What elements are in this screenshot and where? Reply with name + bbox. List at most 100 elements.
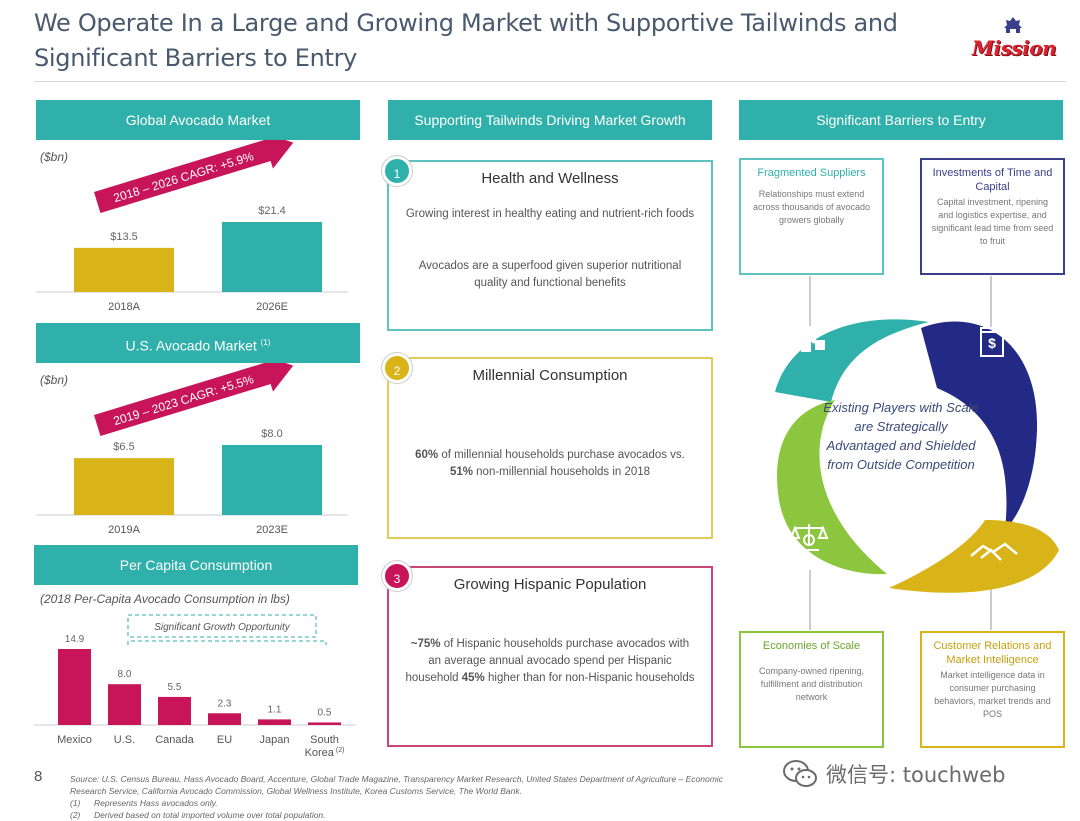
data-label: 0.5 [318,707,332,718]
green-arc [777,400,887,575]
barrier-customer-relations: Customer Relations and Market Intelligen… [920,631,1065,748]
data-label: $8.0 [261,428,282,440]
data-label: 5.5 [168,682,182,693]
data-label: $21.4 [258,205,286,217]
page-title: We Operate In a Large and Growing Market… [34,9,898,72]
barrier-title: Fragmented Suppliers [757,167,866,179]
footnote-2: (2) Derived based on total imported volum… [70,809,730,821]
us-market-header-footnote: (1) [260,338,271,347]
wechat-icon [783,760,817,787]
barrier-economies-of-scale: Economies of Scale Company-owned ripenin… [739,631,884,748]
footnote-text: Derived based on total imported volume o… [94,810,326,820]
global-unit: ($bn) [40,150,69,164]
tailwind-card-hispanic: Growing Hispanic Population ~75% of Hisp… [387,566,713,747]
card-body-line2: Avocados are a superfood given superior … [418,260,682,289]
tick-label: U.S. [114,734,135,746]
svg-text:$: $ [988,335,996,351]
barrier-body: Relationships must extend across thousan… [752,189,871,225]
tick-label: 2019A [108,524,140,536]
tick-label: Japan [260,734,290,746]
barrier-investments: Investments of Time and Capital Capital … [920,158,1065,275]
bar-eu [208,713,241,725]
card-title: Millennial Consumption [472,367,628,384]
bar-mexico [58,649,91,725]
source-footnote: Source: U.S. Census Bureau, Hass Avocado… [70,773,730,821]
brand-logo: Mission [962,16,1066,66]
teal-arc [775,319,929,402]
per-capita-subtitle: (2018 Per-Capita Avocado Consumption in … [40,592,290,606]
mustard-arc [889,520,1059,593]
bar-canada [158,696,191,725]
per-capita-header: Per Capita Consumption [34,545,358,585]
navy-arc [921,321,1038,530]
watermark-text: 微信号: touchweb [826,763,1006,787]
card-number-badge: 1 [382,156,412,186]
card-text: of millennial households purchase avocad… [438,449,685,461]
card-title: Health and Wellness [481,170,619,187]
footnote-key: (1) [70,798,81,808]
card-body: ~75% of Hispanic households purchase avo… [389,636,711,687]
card-text: higher than for non-Hispanic households [484,672,695,684]
bar-japan [258,719,291,725]
barrier-title: Economies of Scale [762,640,861,652]
data-label: $13.5 [110,231,138,243]
stat-non-millennial: 51% [449,466,473,478]
tailwind-card-millennial: Millennial Consumption 60% of millennial… [387,357,713,539]
page-number: 8 [34,768,43,785]
cagr-label: 2018 – 2026 CAGR: +5.9% [112,149,256,205]
stat-hispanic-share: ~75% [410,638,441,650]
us-market-header: U.S. Avocado Market (1) [36,323,360,363]
bar-south-korea [308,722,341,725]
footnote-text: Represents Hass avocados only. [94,798,218,808]
barriers-cycle-diagram: $ [775,276,1059,630]
footnote-key: (2) [70,810,81,820]
bar-u-s- [108,684,141,725]
us-market-header-label: U.S. Avocado Market [125,337,257,354]
per-capita-chart: Significant Growth Opportunity14.9Mexico… [34,614,356,759]
bar-2018A [74,247,174,292]
card-number-badge: 2 [382,353,412,383]
crest-icon [1004,17,1022,33]
barrier-body: Company-owned ripening, fulfillment and … [758,666,865,702]
stat-millennial: 60% [415,449,439,461]
barrier-fragmented-suppliers: Fragmented Suppliers Relationships must … [739,158,884,275]
data-label: 1.1 [268,704,282,715]
tick-label: 2026E [256,301,288,313]
tick-label: South [310,734,339,746]
card-body-line1: Growing interest in healthy eating and n… [405,208,695,220]
tailwind-card-health: Health and Wellness Growing interest in … [387,160,713,331]
bar-2026E [222,222,322,292]
barrier-body: Capital investment, ripening and logisti… [931,197,1054,246]
tick-label: 2023E [256,524,288,536]
data-label: $6.5 [113,441,134,453]
handshake-icon [970,542,1018,561]
data-label: 8.0 [118,669,132,680]
source-text: U.S. Census Bureau, Hass Avocado Board, … [70,774,723,796]
bar-2019A [74,458,174,515]
barriers-center-statement: Existing Players with Scale are Strategi… [823,400,979,472]
wechat-watermark: 微信号: touchweb [782,756,1052,792]
puzzle-icon [795,326,825,352]
barriers-header: Significant Barriers to Entry [739,100,1063,140]
barrier-title: Customer Relations and Market Intelligen… [933,640,1052,666]
card-title: Growing Hispanic Population [453,576,647,593]
opportunity-bracket [127,640,327,645]
cagr-arrow-shape [94,140,294,214]
opportunity-label: Significant Growth Opportunity [154,622,291,633]
footnote-1: (1) Represents Hass avocados only. [70,797,730,809]
tick-label: Mexico [57,734,92,746]
stat-hispanic-spend: 45% [461,672,485,684]
dollar-building-icon: $ [980,327,1004,357]
tick-label: Korea (2) [305,747,345,759]
data-label: 2.3 [218,698,232,709]
card-text: non-millennial households in 2018 [472,466,651,478]
tick-footnote: (2) [334,747,345,754]
logo-wordmark: Mission [971,36,1057,60]
card-text: of Hispanic households purchase avocados… [405,638,690,684]
cagr-arrow-shape [94,363,294,437]
source-label: Source: [70,774,100,784]
barrier-body: Market intelligence data in consumer pur… [934,670,1051,719]
barrier-title: Investments of Time and Capital [932,167,1053,193]
